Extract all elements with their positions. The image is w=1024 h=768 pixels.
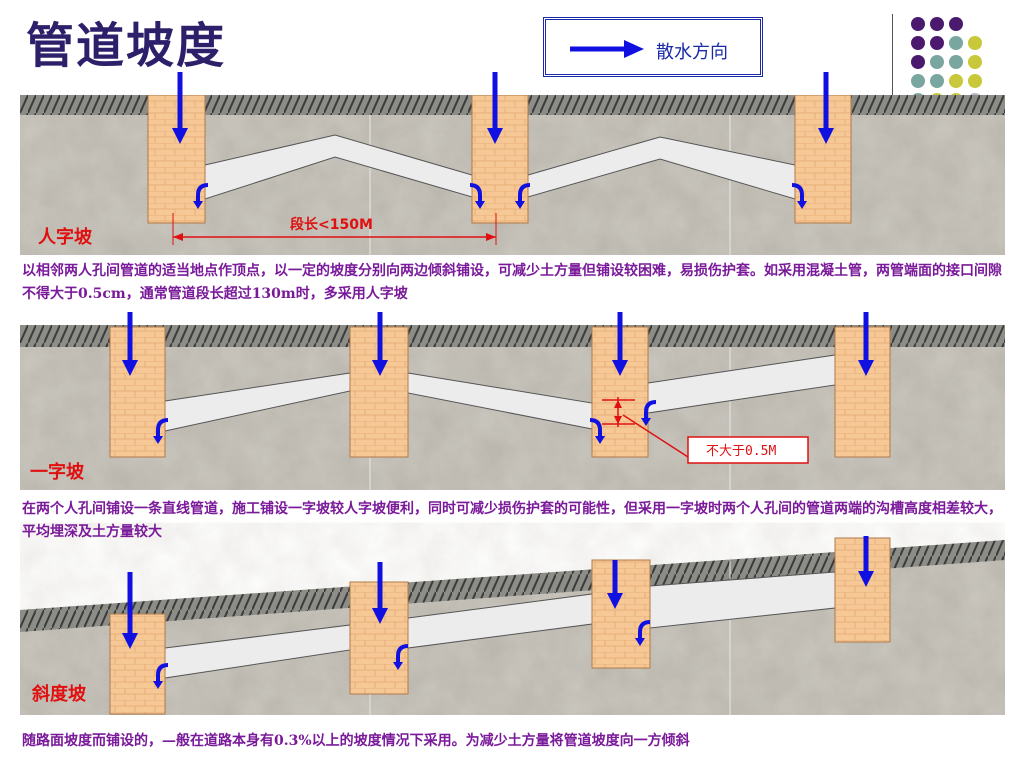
curved-flow-arrow-icon bbox=[469, 183, 482, 203]
flow-arrow-head-icon bbox=[122, 633, 138, 649]
flow-arrow-head-icon bbox=[818, 128, 834, 144]
decor-dot bbox=[930, 55, 944, 69]
decor-dot bbox=[968, 55, 982, 69]
decor-dot bbox=[911, 17, 925, 31]
decor-dot bbox=[911, 74, 925, 88]
flow-arrow-head-icon bbox=[122, 360, 138, 376]
decor-dot bbox=[930, 36, 944, 50]
manhole-4 bbox=[834, 537, 891, 643]
slope-label-straight: 一字坡 bbox=[30, 461, 85, 483]
slope-label-herringbone: 人字坡 bbox=[38, 226, 93, 248]
caption-straight: 在两个人孔间铺设一条直线管道，施工铺设一字坡较人字坡便利，同时可减少损伤护套的可… bbox=[22, 501, 1002, 540]
flow-arrow-head-icon bbox=[612, 360, 628, 376]
caption-inclined: 随路面坡度而铺设的，—般在道路本身有0.3%以上的坡度情况下采用。为减少土方量将… bbox=[22, 733, 690, 749]
flow-arrow-head-icon bbox=[607, 593, 623, 609]
manhole-4 bbox=[834, 326, 891, 458]
panel-straight-slope: 不大于0.5M 一字坡 bbox=[20, 325, 1005, 490]
legend-box: 散水方向 bbox=[543, 17, 763, 77]
decor-dot bbox=[949, 17, 963, 31]
measure-label: 段长<150M bbox=[290, 216, 373, 233]
decor-dot bbox=[949, 74, 963, 88]
curved-flow-arrow-icon bbox=[644, 400, 657, 420]
decor-dot bbox=[968, 74, 982, 88]
slope-label-inclined: 斜度坡 bbox=[31, 683, 87, 705]
flow-arrow-head-icon bbox=[372, 608, 388, 624]
decor-dot bbox=[911, 55, 925, 69]
flow-arrow-head-icon bbox=[858, 360, 874, 376]
flow-arrow-head-icon bbox=[858, 571, 874, 587]
panel-herringbone-slope: 段长<150M 人字坡 bbox=[20, 95, 1005, 255]
decor-dot bbox=[930, 74, 944, 88]
decor-dot bbox=[949, 36, 963, 50]
decor-dot bbox=[930, 17, 944, 31]
curved-flow-arrow-icon bbox=[518, 183, 531, 203]
curved-flow-arrow-icon bbox=[196, 183, 209, 203]
decor-dot bbox=[911, 36, 925, 50]
legend-label: 散水方向 bbox=[656, 42, 728, 63]
curved-flow-arrow-icon bbox=[156, 663, 169, 683]
flow-arrow-head-icon bbox=[172, 128, 188, 144]
curved-flow-arrow-icon bbox=[791, 183, 804, 203]
flow-arrow-head-icon bbox=[372, 360, 388, 376]
page-title: 管道坡度 bbox=[26, 18, 227, 74]
curved-flow-arrow-icon bbox=[589, 418, 602, 438]
decor-dot bbox=[968, 36, 982, 50]
blue-arrow-right-icon bbox=[570, 40, 644, 58]
curved-flow-arrow-icon bbox=[156, 418, 169, 438]
manhole-1 bbox=[109, 326, 166, 458]
panel-inclined-slope: 斜度坡 bbox=[20, 537, 1005, 715]
caption-herringbone: 以相邻两人孔间管道的适当地点作顶点，以一定的坡度分别向两边倾斜铺设，可减少土方量… bbox=[22, 263, 1002, 302]
flow-arrow-head-icon bbox=[487, 128, 503, 144]
curved-flow-arrow-icon bbox=[396, 644, 409, 664]
height-diff-label: 不大于0.5M bbox=[706, 444, 776, 459]
decor-dot bbox=[949, 55, 963, 69]
manhole-3 bbox=[591, 559, 651, 669]
curved-flow-arrow-icon bbox=[638, 620, 651, 640]
